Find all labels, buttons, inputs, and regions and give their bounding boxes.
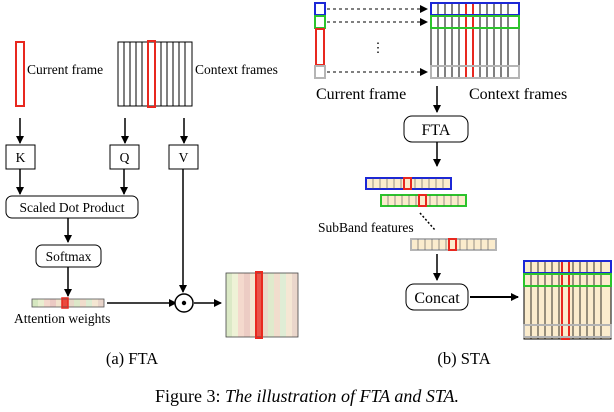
fta-k-label: K [16,150,26,165]
sta-panel: ⋮ Current frame Context frames FTA [314,2,612,368]
fta-q-label: Q [120,150,130,165]
fta-k-box [5,144,36,170]
sta-current-frame-red [315,28,325,66]
sta-current-frame-blue [314,2,326,16]
fta-context-frames-label: Context frames [195,62,278,77]
fta-v-label: V [179,150,189,165]
fta-q-box [109,144,140,170]
sta-concat-box [405,283,469,311]
fta-softmax-label: Softmax [46,249,92,264]
fta-scaled-dot-product-box [5,195,139,219]
sta-current-frame-label: Current frame [316,86,406,103]
fta-output-frames [225,271,299,339]
fta-multiply-operator [174,293,194,313]
figure-caption-text: The illustration of FTA and STA. [225,386,459,406]
sta-subband-features-label: SubBand features [318,220,414,235]
fta-attention-weights-label: Attention weights [14,311,110,326]
sta-context-frames-label: Context frames [469,86,567,103]
sta-caption: (b) STA [437,349,490,368]
sta-current-frame-green [314,15,326,29]
figure-caption-prefix: Figure 3: [155,386,225,406]
fta-caption: (a) FTA [106,349,158,368]
sta-current-frame-gray [314,65,326,79]
sta-vertical-dots: ⋮ [371,40,385,55]
sta-subband-strip-green [380,194,467,207]
fta-v-box [168,144,199,170]
sta-fta-label: FTA [422,122,451,139]
sta-subband-strip-gray [410,238,497,251]
fta-context-frames-grid [117,40,193,108]
sta-fta-box [403,115,469,143]
fta-current-frame-bar [15,41,25,107]
sta-context-frames-grid [430,2,520,79]
sta-output-grid [523,260,612,340]
fta-attention-weights-strip [31,297,105,309]
fta-current-frame-label: Current frame [27,62,103,77]
fta-panel: Current frame Context frames K Q V [5,40,299,368]
figure-caption: Figure 3: The illustration of FTA and ST… [155,386,459,406]
sta-concat-label: Concat [414,290,460,307]
fta-scaled-dot-product-label: Scaled Dot Product [20,200,125,215]
sta-subband-strip-blue [365,177,452,190]
